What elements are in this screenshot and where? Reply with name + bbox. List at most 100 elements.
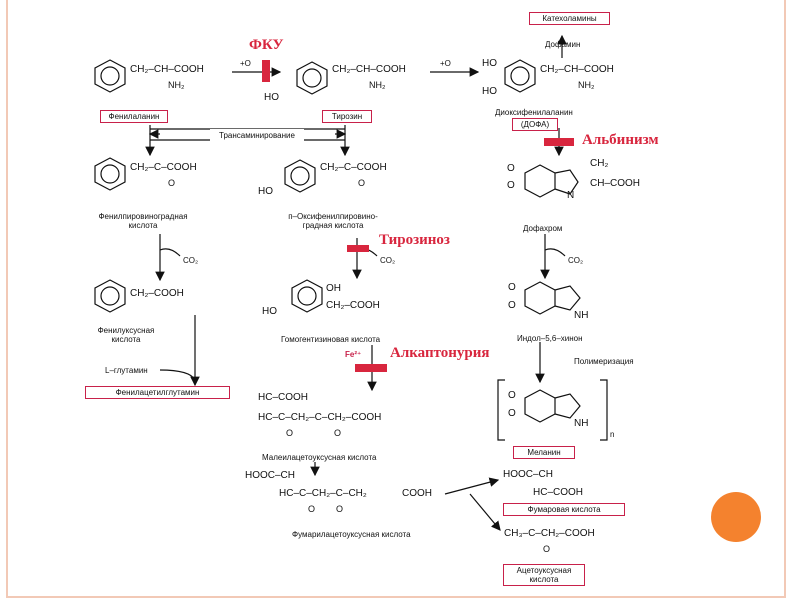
tyrosine-box: Тирозин [322,110,372,123]
phenylalanine-chain: CH₂–CH–COOH [130,64,204,75]
oxidation-label-2: +O [440,59,451,68]
dopachrome-rings [524,164,579,198]
fe2-label: Fe²⁺ [345,350,362,359]
phenylpyruvic-label-1: Фенилпировиноградная [98,212,188,221]
co2-right: CO₂ [568,256,584,265]
alkaptonuria-block-marker [355,364,387,372]
homogentisic-ring [291,279,323,313]
tyrosine-nh2: NH₂ [369,80,386,90]
indolequinone-nh: NH [574,310,589,321]
melanin-o-1: O [508,390,516,401]
pku-block-marker [262,60,270,82]
albinism-label: Альбинизм [582,132,659,148]
tyrosine-ring [296,61,328,95]
homogentisic-chain: CH₂–COOH [326,300,380,311]
fumarylacetoacetic-o-1: O [308,504,316,514]
hydroxyphenylpyruvic-ho: HO [258,186,273,197]
dioxyphenylalanine-label: Диоксифенилаланин [495,108,573,117]
fumarylacetoacetic-line1: HOOC–CH [245,470,296,481]
fumarylacetoacetic-label: Фумарилацетоуксусная кислота [292,530,411,539]
phenylacetic-label-2: кислота [111,335,141,344]
phenylpyruvic-o: O [168,178,176,188]
maleylacetoacetic-line2: HC–C–CH₂–C–CH₂–COOH [258,412,382,423]
dopachrome-label: Дофахром [523,224,563,233]
phenylpyruvic-label-2: кислота [128,221,158,230]
acetoacetic-o: O [543,544,551,554]
phenylalanine-nh2: NH₂ [168,80,185,90]
phenylpyruvic-chain: CH₂–C–COOH [130,162,197,173]
fumarylacetoacetic-cooh: COOH [402,488,432,499]
dopachrome-n: N [567,190,575,201]
dopachrome-ch: CH–COOH [590,178,641,189]
dopa-chain: CH₂–CH–COOH [540,64,614,75]
hydroxyphenylpyruvic-label-2: градная кислота [302,221,364,230]
decorative-orange-circle [711,492,761,542]
acetoacetic-acid-box: Ацетоуксусная кислота [503,564,585,586]
hydroxyphenylpyruvic-chain: CH₂–C–COOH [320,162,387,173]
indolequinone-o-1: O [508,282,516,293]
phenylacetylglutamine-box: Фенилацетилглутамин [85,386,230,399]
homogentisic-ho: HO [262,306,277,317]
slide-frame [6,0,786,598]
co2-left: CO₂ [183,256,199,265]
dopachrome-ch2: CH₂ [590,158,609,169]
alkaptonuria-label: Алкаптонурия [390,345,490,361]
dopa-box: (ДОФА) [512,118,558,131]
homogentisic-oh: OH [326,283,341,294]
transamination-label: Трансаминирование [210,129,304,142]
maleylacetoacetic-label: Малеилацетоуксусная кислота [262,453,377,462]
albinism-block-marker [544,138,574,146]
tyrosinosis-block-marker [347,245,369,252]
maleylacetoacetic-o-1: O [286,428,294,438]
acetoacetic-line1: Ацетоуксусная [516,566,572,575]
fumaric-line2: HC–COOH [533,487,584,498]
fumarylacetoacetic-o-2: O [336,504,344,514]
phenylacetic-label-1: Фенилуксусная [97,326,155,335]
tyrosinosis-label: Тирозиноз [379,232,450,248]
acetoacetic-line2: кислота [529,575,559,584]
melanin-rings [497,379,608,441]
phenylalanine-box: Фенилаланин [100,110,168,123]
indolequinone-label: Индол–5,6–хинон [517,334,583,343]
dopa-ho-1: HO [482,58,497,69]
dopa-ho-2: HO [482,86,497,97]
acetoacetic-chain: CH₃–C–CH₂–COOH [504,528,595,539]
melanin-o-2: O [508,408,516,419]
catecholamines-box: Катехоламины [529,12,610,25]
hydroxyphenylpyruvic-o: O [358,178,366,188]
fumaric-acid-box: Фумаровая кислота [503,503,625,516]
polymerization-label: Полимеризация [574,357,634,366]
l-glutamine-label: L–глутамин [105,366,148,375]
indolequinone-rings [524,281,581,315]
arrow-l-glutamine [159,369,196,381]
fumaric-line1: HOOC–CH [503,469,554,480]
dopachrome-o-2: O [507,180,515,191]
dopamine-label: Дофамин [545,40,581,49]
dopa-nh2: NH₂ [578,80,595,90]
phenylacetic-chain: CH₂–COOH [130,288,184,299]
phenylacetic-ring [94,279,126,313]
maleylacetoacetic-o-2: O [334,428,342,438]
hydroxyphenylpyruvic-label-1: п–Оксифенилпировино- [288,212,378,221]
arrow-to-acetoacetic [469,493,501,531]
phenylpyruvic-ring [94,157,126,191]
co2-middle: CO₂ [380,256,396,265]
dopachrome-o-1: O [507,163,515,174]
maleylacetoacetic-line1: HC–COOH [258,392,309,403]
arrow-co2-right [544,248,566,257]
indolequinone-o-2: O [508,300,516,311]
melanin-nh: NH [574,418,589,429]
tyrosine-ho: HO [264,92,279,103]
homogentisic-label: Гомогентизиновая кислота [281,335,381,344]
polymer-n-subscript: n [610,430,615,439]
tyrosine-chain: CH₂–CH–COOH [332,64,406,75]
pku-label: ФКУ [249,37,284,53]
melanin-box: Меланин [513,446,575,459]
arrow-co2-left [159,248,181,257]
hydroxyphenylpyruvic-ring [284,159,316,193]
dopa-ring [504,59,536,93]
phenylalanine-ring [94,59,126,93]
oxidation-label-1: +O [240,59,251,68]
arrow-to-fumaric [444,477,500,495]
